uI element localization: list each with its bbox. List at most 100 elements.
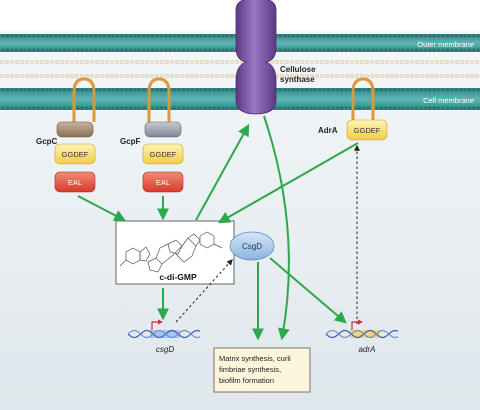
lipid-head bbox=[155, 48, 159, 52]
periplasm-bead bbox=[104, 59, 110, 65]
periplasm-bead bbox=[219, 73, 225, 79]
lipid-head bbox=[58, 88, 62, 92]
lipid-head bbox=[401, 48, 405, 52]
lipid-head bbox=[199, 106, 203, 110]
lipid-head bbox=[142, 48, 146, 52]
lipid-head bbox=[331, 106, 335, 110]
periplasm-bead bbox=[439, 59, 445, 65]
lipid-head bbox=[349, 88, 353, 92]
periplasm-bead bbox=[414, 73, 420, 79]
lipid-head bbox=[305, 106, 309, 110]
periplasm-bead bbox=[164, 73, 170, 79]
periplasm-bead bbox=[174, 59, 180, 65]
periplasm-bead bbox=[194, 59, 200, 65]
periplasm-bead bbox=[79, 73, 85, 79]
lipid-head bbox=[340, 34, 344, 38]
lipid-head bbox=[463, 88, 467, 92]
lipid-head bbox=[23, 34, 27, 38]
lipid-head bbox=[375, 88, 379, 92]
periplasm-bead bbox=[114, 73, 120, 79]
lipid-head bbox=[415, 88, 419, 92]
lipid-head bbox=[331, 34, 335, 38]
lipid-head bbox=[450, 88, 454, 92]
lipid-head bbox=[472, 88, 476, 92]
lipid-head bbox=[322, 88, 326, 92]
lipid-head bbox=[102, 88, 106, 92]
lipid-head bbox=[388, 106, 392, 110]
periplasm-bead bbox=[319, 73, 325, 79]
periplasm-bead bbox=[394, 59, 400, 65]
lipid-head bbox=[463, 48, 467, 52]
lipid-head bbox=[217, 88, 221, 92]
lipid-head bbox=[173, 88, 177, 92]
lipid-head bbox=[129, 88, 133, 92]
lipid-head bbox=[366, 34, 370, 38]
lipid-head bbox=[296, 106, 300, 110]
lipid-head bbox=[300, 34, 304, 38]
periplasm-bead bbox=[354, 59, 360, 65]
lipid-head bbox=[10, 48, 14, 52]
lipid-head bbox=[476, 88, 480, 92]
lipid-head bbox=[278, 34, 282, 38]
lipid-head bbox=[445, 106, 449, 110]
lipid-head bbox=[173, 34, 177, 38]
lipid-head bbox=[467, 34, 471, 38]
lipid-head bbox=[124, 34, 128, 38]
lipid-head bbox=[190, 34, 194, 38]
lipid-head bbox=[419, 48, 423, 52]
periplasm-bead bbox=[134, 73, 140, 79]
gcpc-membrane-domain bbox=[56, 121, 94, 138]
adra-ggdef-domain bbox=[346, 119, 388, 141]
lipid-head bbox=[472, 106, 476, 110]
lipid-head bbox=[181, 48, 185, 52]
lipid-head bbox=[45, 106, 49, 110]
periplasm-bead bbox=[224, 59, 230, 65]
lipid-head bbox=[203, 106, 207, 110]
lipid-head bbox=[107, 106, 111, 110]
dna-strand bbox=[325, 329, 399, 339]
periplasm-bead bbox=[379, 73, 385, 79]
lipid-head bbox=[221, 48, 225, 52]
lipid-head bbox=[318, 48, 322, 52]
adra-name: AdrA bbox=[318, 126, 338, 135]
lipid-head bbox=[54, 106, 58, 110]
lipid-head bbox=[230, 88, 234, 92]
periplasm-bead bbox=[169, 73, 175, 79]
periplasm-bead bbox=[324, 59, 330, 65]
lipid-head bbox=[89, 34, 93, 38]
csgd-gene-dna bbox=[127, 319, 201, 339]
periplasm-bead bbox=[369, 59, 375, 65]
lipid-head bbox=[14, 34, 18, 38]
lipid-head bbox=[441, 48, 445, 52]
csgd-protein: CsgD bbox=[229, 231, 275, 261]
periplasm-bead bbox=[154, 59, 160, 65]
lipid-head bbox=[107, 48, 111, 52]
periplasm-bead bbox=[209, 73, 215, 79]
periplasm-bead bbox=[139, 59, 145, 65]
lipid-head bbox=[344, 106, 348, 110]
periplasm-bead bbox=[379, 59, 385, 65]
lipid-head bbox=[423, 48, 427, 52]
periplasm-bead bbox=[274, 59, 280, 65]
lipid-head bbox=[278, 48, 282, 52]
arrow-csgd-to-adra-gene bbox=[269, 257, 347, 324]
periplasm-bead bbox=[64, 73, 70, 79]
lipid-head bbox=[230, 34, 234, 38]
lipid-head bbox=[80, 48, 84, 52]
lipid-head bbox=[313, 106, 317, 110]
lipid-head bbox=[5, 48, 9, 52]
lipid-head bbox=[111, 34, 115, 38]
lipid-head bbox=[362, 34, 366, 38]
lipid-head bbox=[203, 48, 207, 52]
periplasm-bead bbox=[359, 59, 365, 65]
gcpf-ggdef-domain bbox=[142, 143, 184, 165]
lipid-head bbox=[476, 106, 480, 110]
lipid-head bbox=[173, 106, 177, 110]
lipid-head bbox=[375, 106, 379, 110]
lipid-head bbox=[217, 48, 221, 52]
lipid-head bbox=[151, 34, 155, 38]
lipid-head bbox=[274, 106, 278, 110]
lipid-head bbox=[67, 34, 71, 38]
lipid-head bbox=[177, 48, 181, 52]
lipid-head bbox=[133, 34, 137, 38]
